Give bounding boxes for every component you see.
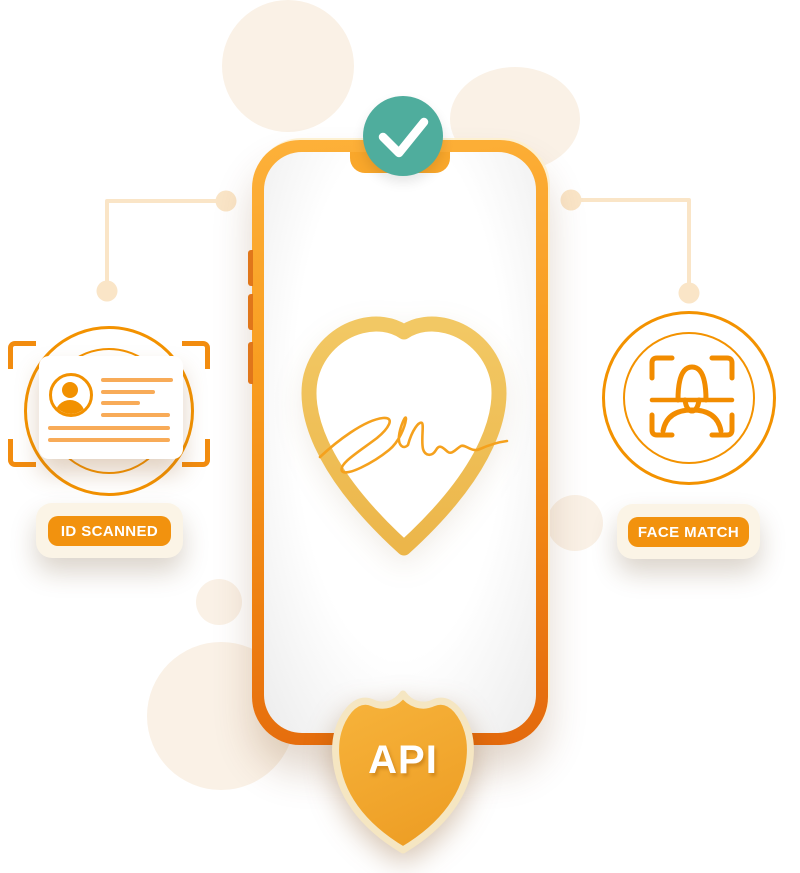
api-shield-icon xyxy=(332,690,474,854)
id-card-text-line xyxy=(101,378,173,382)
signature-scribble xyxy=(318,416,509,474)
id-scan-ring-outer xyxy=(24,326,194,496)
scan-bracket-bottom-left xyxy=(8,439,36,467)
connector-line-right xyxy=(571,198,691,285)
face-match-plate: FACE MATCH xyxy=(617,504,760,559)
id-card-text-line xyxy=(48,426,170,430)
api-badge-label: API xyxy=(368,738,438,782)
shield-outline xyxy=(301,316,507,556)
background-blob-top-left xyxy=(222,0,354,132)
connector-dot-left-bottom xyxy=(96,280,118,302)
phone xyxy=(248,140,548,745)
avatar-shoulders xyxy=(55,400,85,414)
shield-signature-icon xyxy=(301,316,509,556)
connector-dot-left-top xyxy=(215,190,237,212)
check-mark xyxy=(378,117,429,158)
id-scanned-badge: ID SCANNED xyxy=(48,516,171,546)
phone-volume-down-button xyxy=(248,342,253,384)
connector-dot-right-top xyxy=(560,189,582,211)
avatar-head xyxy=(62,382,78,398)
face-shoulders xyxy=(660,407,724,434)
scan-bracket-top-right xyxy=(182,341,210,369)
face-bracket-bottom-right xyxy=(709,412,735,438)
face-bracket-top-left xyxy=(649,355,675,381)
id-card-text-line xyxy=(101,401,140,405)
scan-bracket-top-left xyxy=(8,341,36,369)
face-match-ring-outer xyxy=(602,311,776,485)
background-blob-bottom-small xyxy=(196,579,242,625)
face-bracket-bottom-left xyxy=(649,412,675,438)
verified-check-circle xyxy=(363,96,443,176)
scan-bracket-bottom-right xyxy=(182,439,210,467)
check-icon xyxy=(378,117,429,158)
phone-volume-up-button xyxy=(248,294,253,330)
connector-line-left xyxy=(105,199,226,284)
id-card-text-line xyxy=(48,438,170,442)
face-head xyxy=(675,364,709,403)
background-blob-right-small xyxy=(547,495,603,551)
face-bracket-top-right xyxy=(709,355,735,381)
api-shield-shape xyxy=(332,690,474,854)
id-card-avatar xyxy=(49,373,93,417)
face-scan-icon xyxy=(649,355,735,438)
id-scanned-plate: ID SCANNED xyxy=(36,503,183,558)
id-card-text-line xyxy=(101,390,155,394)
connector-dot-right-bottom xyxy=(678,282,700,304)
face-match-ring-inner xyxy=(623,332,755,464)
phone-mute-button xyxy=(248,250,253,286)
id-card-text-line xyxy=(101,413,170,417)
face-match-badge: FACE MATCH xyxy=(628,517,749,547)
id-card-icon xyxy=(39,356,183,459)
